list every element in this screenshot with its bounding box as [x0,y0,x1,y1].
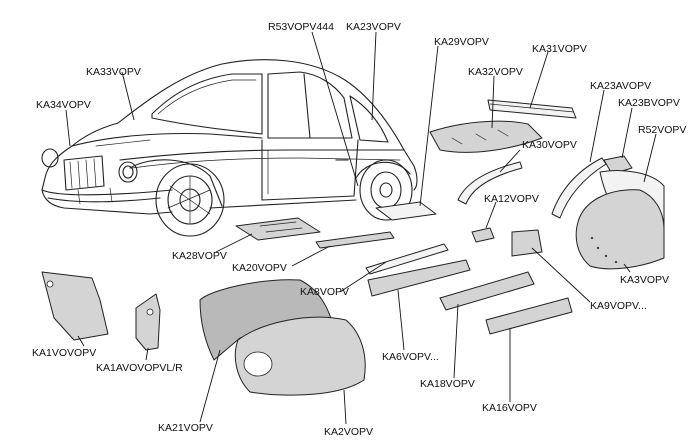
part-ka20vopv [315,231,395,249]
label-ka29vopv: KA29VOPV [434,36,489,48]
label-ka32vopv: KA32VOPV [468,66,523,78]
label-ka33vopv: KA33VOPV [86,66,141,78]
part-ka12vopv [471,227,495,243]
part-ka1vovopv [41,271,109,341]
label-ka18vopv: KA18VOPV [420,378,475,390]
label-ka21vopv: KA21VOPV [158,422,213,434]
label-ka23avopv: KA23AVOPV [590,80,652,92]
label-ka16vopv: KA16VOPV [482,402,537,414]
part-ka23bvopv [603,155,633,175]
part-ka18vopv [439,271,535,311]
part-ka9vopv [511,229,543,257]
label-ka9vopv: KA9VOPV... [590,300,647,312]
label-ka12vopv: KA12VOPV [484,193,539,205]
part-ka1avovopvlr [135,293,161,351]
label-ka34vopv: KA34VOPV [36,99,91,111]
part-ka30vopv [457,161,523,205]
label-ka3vopv: KA3VOPV [620,274,670,286]
part-ka31vopv [487,99,577,119]
part-ka2vopv [234,316,366,396]
part-ka16vopv [485,297,573,335]
part-ka28vopv [235,217,321,241]
label-ka23vopv: KA23VOPV [346,21,401,33]
label-ka8vopv: KA8VOPV [300,286,350,298]
part-ka29vopv [375,201,437,221]
label-ka31vopv: KA31VOPV [532,43,587,55]
label-ka6vopv: KA6VOPV... [382,351,439,363]
label-ka30vopv: KA30VOPV [522,139,577,151]
label-ka1vovopv: KA1VOVOPV [32,347,97,359]
label-r52vopv: R52VOPV [638,124,687,136]
part-ka8vopv [365,243,449,275]
label-ka2vopv: KA2VOPV [324,426,374,438]
part-ka32vopv [429,120,543,153]
part-ka3vopv [575,189,665,270]
label-ka1avovopvlr: KA1AVOVOPVL/R [96,362,183,374]
label-ka20vopv: KA20VOPV [232,262,287,274]
car-outline [41,59,418,237]
part-ka6vopv [367,259,471,297]
label-r53vopv444: R53VOPV444 [268,21,334,33]
leader-lines [65,31,657,425]
label-ka28vopv: KA28VOPV [172,250,227,262]
label-ka23bvopv: KA23BVOPV [618,97,680,109]
